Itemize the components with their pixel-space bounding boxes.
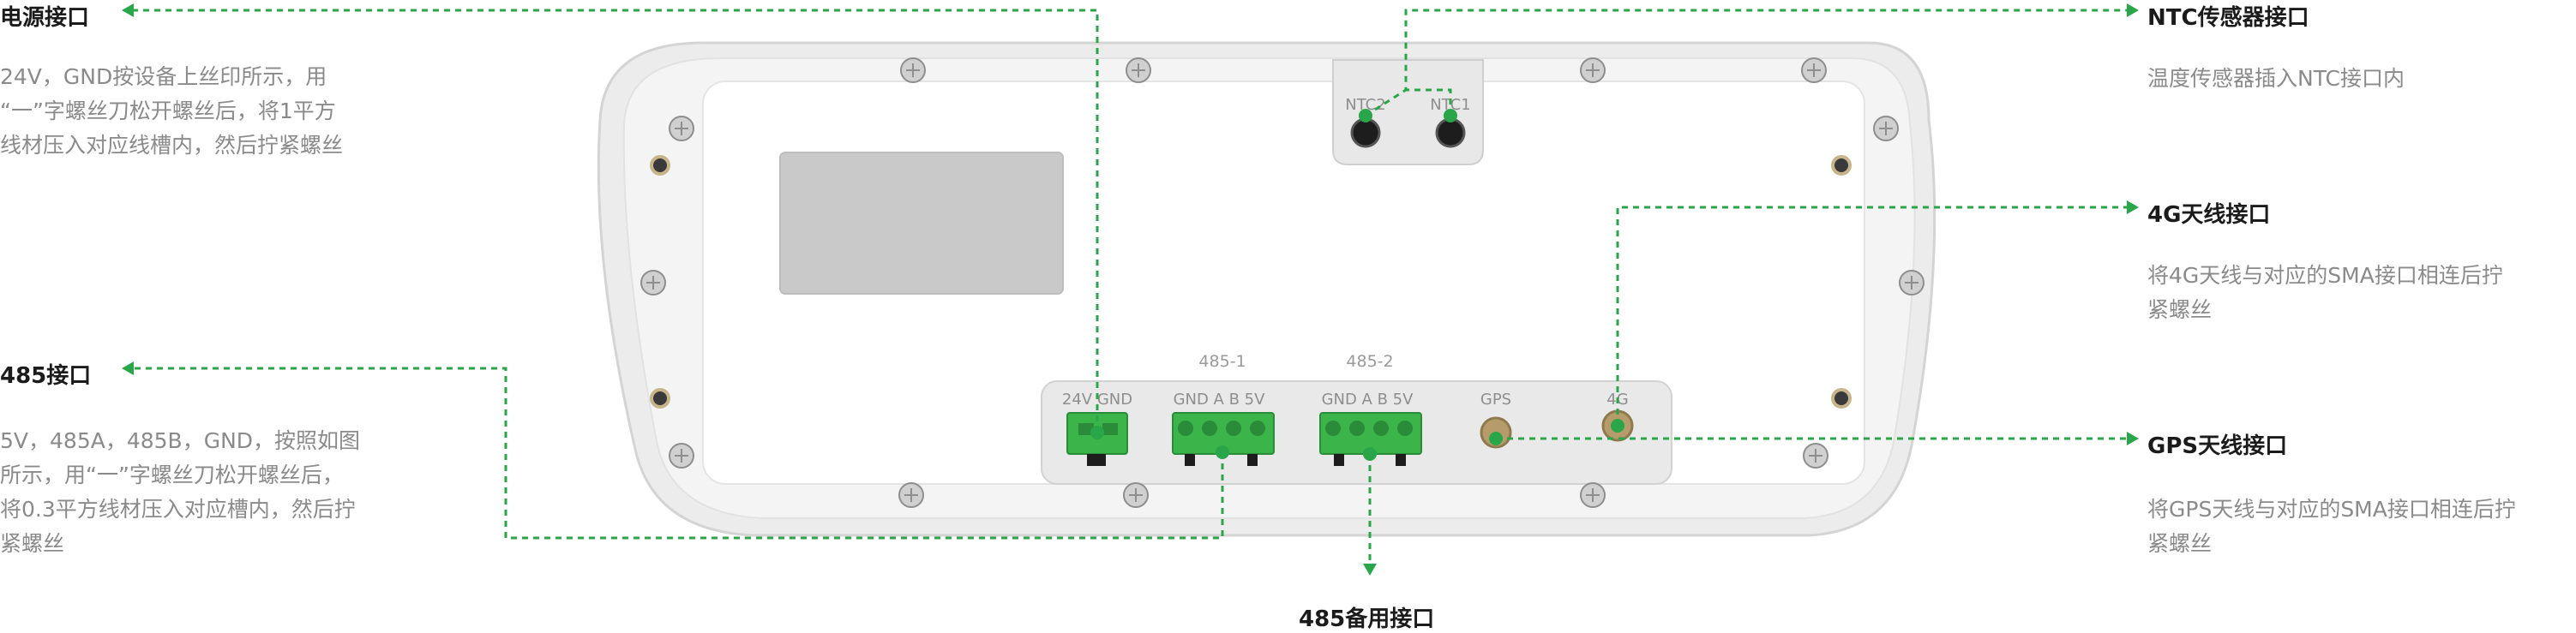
rs485-callout-title: 485接口	[0, 363, 92, 389]
power-desc-line: 24V，GND按设备上丝印所示，用	[0, 64, 327, 89]
gps-pin-label: GPS	[1480, 391, 1511, 409]
rs485-callout-desc: 5V，485A，485B，GND，按照如图 所示，用“一”字螺丝刀松开螺丝后， …	[0, 424, 480, 561]
rs485-1-pin-label: GND A B 5V	[1174, 391, 1266, 409]
mounting-holes	[650, 155, 1852, 409]
rs485-1-terminal-block	[1172, 412, 1275, 466]
label-plate	[779, 152, 1064, 295]
4g-desc-line: 将4G天线与对应的SMA接口相连后拧	[2147, 263, 2503, 288]
rs485-desc-line: 紧螺丝	[0, 531, 65, 556]
group-label-485-2: 485-2	[1346, 352, 1393, 371]
rs485-2-terminal-block	[1319, 412, 1422, 466]
leader-arrowheads	[122, 3, 2139, 576]
leader-4g	[1616, 206, 2130, 426]
ntc2-port	[1350, 117, 1381, 148]
4g-callout-title: 4G天线接口	[2147, 202, 2271, 228]
screws	[640, 57, 1924, 508]
gps-desc-line: 将GPS天线与对应的SMA接口相连后拧	[2147, 497, 2516, 522]
gps-callout-title: GPS天线接口	[2147, 433, 2288, 459]
power-pin-label: 24V GND	[1062, 391, 1132, 409]
rs485-backup-callout-title: 485备用接口	[1299, 606, 1435, 632]
ntc1-port	[1435, 117, 1466, 148]
ntc1-label: NTC1	[1430, 96, 1470, 114]
leader-rs485	[130, 367, 1224, 540]
leader-ntc-b	[1406, 88, 1452, 116]
leader-ntc-a	[1365, 9, 2130, 117]
power-callout-title: 电源接口	[0, 5, 90, 31]
power-callout-desc: 24V，GND按设备上丝印所示，用 “一”字螺丝刀松开螺丝后，将1平方 线材压入…	[0, 60, 480, 163]
power-desc-line: 线材压入对应线槽内，然后拧紧螺丝	[0, 133, 344, 158]
gps-desc-line: 紧螺丝	[2147, 531, 2213, 556]
rs485-desc-line: 5V，485A，485B，GND，按照如图	[0, 428, 361, 453]
leader-endpoints	[1090, 109, 1624, 461]
ntc-desc-line: 温度传感器插入NTC接口内	[2147, 66, 2405, 91]
group-label-485-1: 485-1	[1198, 352, 1246, 371]
rs485-2-pin-label: GND A B 5V	[1322, 391, 1414, 409]
4g-callout-desc: 将4G天线与对应的SMA接口相连后拧 紧螺丝	[2147, 259, 2567, 327]
rs485-desc-line: 将0.3平方线材压入对应槽内，然后拧	[0, 497, 356, 522]
ntc-callout-title: NTC传感器接口	[2147, 5, 2309, 31]
power-desc-line: “一”字螺丝刀松开螺丝后，将1平方	[0, 99, 336, 123]
ntc-callout-desc: 温度传感器插入NTC接口内	[2147, 62, 2567, 96]
gps-callout-desc: 将GPS天线与对应的SMA接口相连后拧 紧螺丝	[2147, 493, 2567, 561]
rs485-desc-line: 所示，用“一”字螺丝刀松开螺丝后，	[0, 463, 344, 487]
4g-desc-line: 紧螺丝	[2147, 297, 2213, 322]
